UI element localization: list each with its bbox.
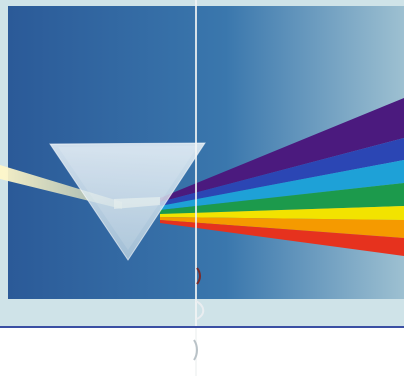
divider-line [0, 326, 404, 328]
